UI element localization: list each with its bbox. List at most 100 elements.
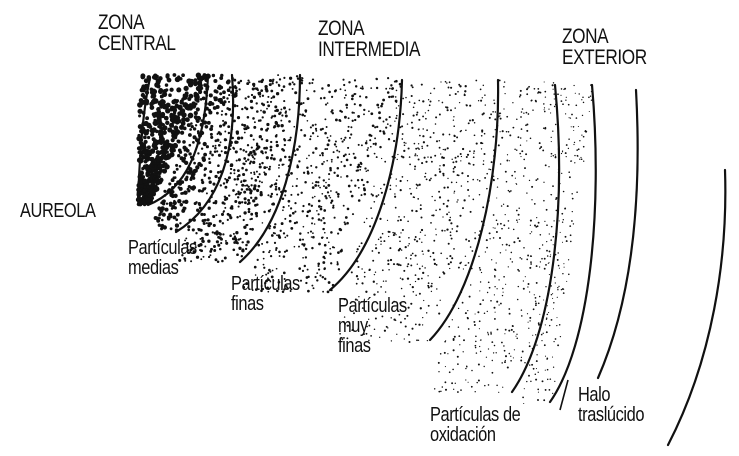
stipple-dot	[348, 117, 350, 119]
stipple-dot	[171, 178, 175, 182]
stipple-dot	[363, 184, 365, 186]
stipple-dot	[424, 157, 426, 159]
stipple-dot	[247, 144, 249, 146]
stipple-dot	[414, 165, 416, 167]
stipple-dot	[471, 370, 473, 372]
stipple-dot	[474, 237, 476, 239]
stipple-dot	[447, 186, 449, 188]
stipple-dot	[227, 213, 230, 216]
stipple-dot	[459, 102, 460, 103]
stipple-dot	[503, 86, 505, 88]
stipple-dot	[263, 147, 266, 150]
stipple-dot	[327, 143, 330, 146]
stipple-dot	[265, 88, 268, 91]
stipple-dot	[294, 246, 296, 248]
stipple-dot	[216, 150, 218, 152]
stipple-dot	[552, 293, 553, 294]
stipple-dot	[362, 86, 364, 88]
stipple-dot	[378, 111, 381, 114]
stipple-dot	[166, 73, 170, 77]
stipple-dot	[317, 265, 319, 267]
stipple-dot	[140, 184, 144, 188]
stipple-dot	[298, 267, 301, 270]
stipple-dot	[308, 210, 311, 213]
stipple-dot	[179, 151, 182, 154]
stipple-dot	[345, 104, 348, 107]
stipple-dot	[179, 77, 183, 81]
stipple-dot	[333, 172, 335, 174]
stipple-dot	[186, 149, 190, 153]
stipple-dot	[545, 164, 547, 166]
stipple-dot	[450, 109, 452, 111]
stipple-dot	[169, 113, 175, 119]
stipple-dot	[473, 156, 475, 158]
stipple-dot	[566, 281, 567, 282]
stipple-dot	[283, 255, 286, 258]
stipple-dot	[163, 225, 167, 229]
stipple-dot	[153, 119, 156, 122]
stipple-dot	[183, 157, 186, 160]
stipple-dot	[286, 235, 288, 237]
stipple-dot	[576, 191, 578, 193]
stipple-dot	[555, 198, 557, 200]
stipple-dot	[422, 115, 424, 117]
stipple-dot	[304, 265, 306, 267]
stipple-dot	[343, 84, 345, 86]
stipple-dot	[534, 294, 535, 295]
stipple-dot	[270, 255, 272, 257]
stipple-dot	[547, 255, 549, 257]
stipple-dot	[192, 188, 195, 191]
stipple-dot	[312, 124, 314, 126]
stipple-dot	[161, 219, 164, 222]
stipple-dot	[466, 104, 468, 106]
stipple-dot	[421, 242, 422, 243]
stipple-dot	[447, 178, 448, 179]
stipple-dot	[411, 122, 413, 124]
stipple-dot	[535, 379, 537, 381]
stipple-dot	[212, 215, 215, 218]
stipple-dot	[338, 151, 340, 153]
stipple-dot	[310, 126, 312, 128]
stipple-dot	[311, 285, 313, 287]
stipple-dot	[509, 160, 510, 161]
stipple-dot	[411, 95, 413, 97]
stipple-dot	[351, 95, 354, 98]
stipple-dot	[572, 198, 574, 200]
stipple-dot	[429, 104, 431, 106]
stipple-dot	[317, 181, 319, 183]
stipple-dot	[489, 287, 491, 289]
stipple-dot	[459, 262, 461, 264]
stipple-dot	[462, 302, 464, 304]
stipple-dot	[248, 153, 251, 156]
stipple-dot	[388, 236, 389, 237]
stipple-dot	[512, 325, 514, 327]
stipple-dot	[159, 137, 164, 142]
stipple-dot	[340, 88, 342, 90]
stipple-dot	[417, 147, 419, 149]
stipple-dot	[422, 265, 423, 266]
stipple-dot	[306, 158, 308, 160]
stipple-dot	[316, 210, 318, 212]
stipple-dot	[322, 261, 325, 264]
stipple-dot	[253, 126, 256, 129]
stipple-dot	[487, 311, 488, 312]
stipple-dot	[383, 203, 385, 205]
stipple-dot	[337, 156, 339, 158]
stipple-dot	[508, 190, 509, 191]
stipple-dot	[374, 274, 375, 275]
stipple-dot	[350, 164, 352, 166]
stipple-dot	[578, 148, 580, 150]
stipple-dot	[345, 94, 347, 96]
stipple-dot	[328, 242, 330, 244]
stipple-dot	[344, 90, 346, 92]
stipple-dot	[253, 187, 256, 190]
stipple-dot	[502, 130, 504, 132]
stipple-dot	[530, 255, 532, 257]
stipple-dot	[316, 279, 318, 281]
stipple-dot	[423, 141, 425, 143]
stipple-dot	[266, 108, 268, 110]
stipple-dot	[510, 190, 512, 192]
stipple-dot	[505, 329, 507, 331]
stipple-dot	[391, 87, 394, 90]
stipple-dot	[219, 233, 222, 236]
